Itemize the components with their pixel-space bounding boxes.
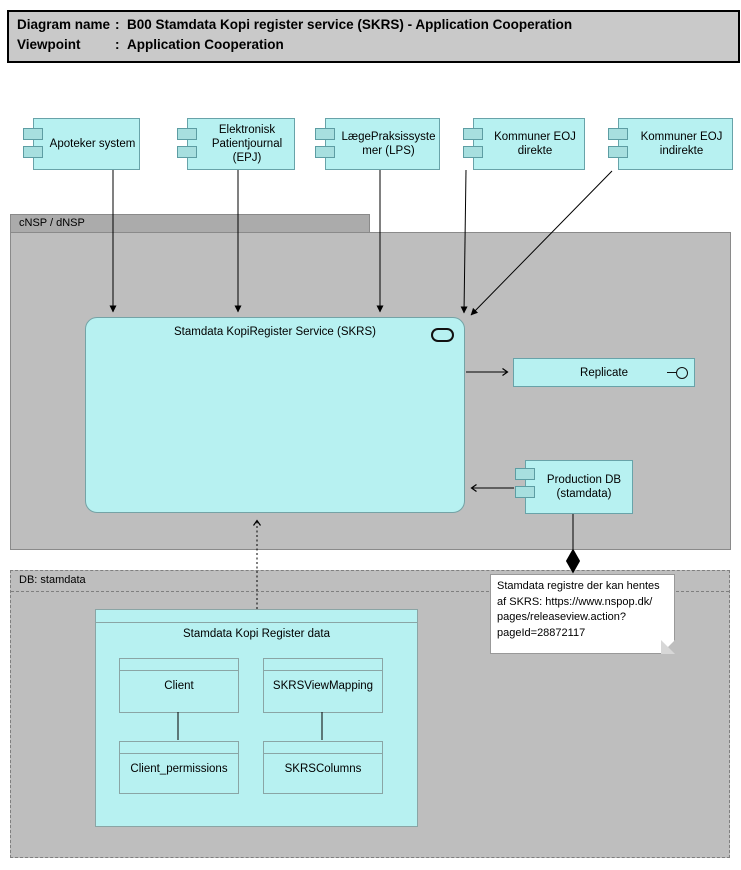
component-port-icon	[515, 486, 535, 498]
data-object-skrsviewmapping[interactable]: SKRSViewMapping	[263, 658, 383, 713]
service-skrs[interactable]: Stamdata KopiRegister Service (SKRS)	[85, 317, 465, 513]
component-kommuner-eoj-direkte[interactable]: Kommuner EOJ direkte	[463, 118, 585, 170]
component-elektronisk-patientjournal[interactable]: Elektronisk Patientjournal (EPJ)	[177, 118, 295, 170]
group-tab-cnsp-dnsp[interactable]: cNSP / dNSP	[10, 214, 370, 233]
service-skrs-label: Stamdata KopiRegister Service (SKRS)	[174, 326, 376, 338]
data-object-label: Client	[164, 680, 194, 692]
component-kommuner-eoj-indirekte[interactable]: Kommuner EOJ indirekte	[608, 118, 733, 170]
group-label: cNSP / dNSP	[19, 217, 85, 229]
component-label: LægePraksissyste mer (LPS)	[341, 131, 436, 157]
component-port-icon	[463, 146, 483, 158]
component-port-icon	[177, 146, 197, 158]
component-label: Apoteker system	[49, 138, 136, 150]
component-port-icon	[315, 128, 335, 140]
viewpoint-value: Application Cooperation	[127, 37, 284, 52]
component-port-icon	[315, 146, 335, 158]
provided-interface-icon	[667, 366, 688, 379]
data-object-strip	[264, 659, 382, 671]
data-object-label: SKRSViewMapping	[272, 680, 374, 692]
group-label: DB: stamdata	[19, 574, 86, 586]
component-label: Kommuner EOJ direkte	[494, 131, 576, 157]
component-label: Production DB (stamdata)	[546, 474, 622, 500]
service-interface-icon	[431, 328, 454, 342]
data-object-client[interactable]: Client	[119, 658, 239, 713]
component-port-icon	[23, 146, 43, 158]
viewpoint-colon: :	[115, 37, 120, 52]
component-port-icon	[177, 128, 197, 140]
diagram-name-row: Diagram name : B00 Stamdata Kopi registe…	[17, 15, 738, 35]
service-replicate-label: Replicate	[580, 366, 628, 379]
service-replicate[interactable]: Replicate	[513, 358, 695, 387]
component-port-icon	[608, 128, 628, 140]
note-stamdata-registre[interactable]: Stamdata registre der kan hentes af SKRS…	[490, 574, 675, 654]
diagram-title-box: Diagram name : B00 Stamdata Kopi registe…	[7, 10, 740, 63]
data-object-strip	[96, 610, 417, 623]
component-port-icon	[463, 128, 483, 140]
component-label: Elektronisk Patientjournal (EPJ)	[211, 124, 283, 164]
component-label: Kommuner EOJ indirekte	[640, 131, 723, 157]
data-object-strip	[264, 742, 382, 754]
component-port-icon	[515, 468, 535, 480]
viewpoint-row: Viewpoint : Application Cooperation	[17, 35, 738, 55]
component-laegepraksissystemer[interactable]: LægePraksissyste mer (LPS)	[315, 118, 440, 170]
component-port-icon	[23, 128, 43, 140]
data-object-label: Client_permissions	[130, 763, 228, 775]
note-fold-icon	[661, 640, 675, 654]
component-production-db[interactable]: Production DB (stamdata)	[515, 460, 633, 514]
viewpoint-label: Viewpoint	[17, 37, 81, 52]
data-object-client-permissions[interactable]: Client_permissions	[119, 741, 239, 794]
data-object-strip	[120, 659, 238, 671]
data-object-label: Stamdata Kopi Register data	[182, 628, 331, 640]
diagram-name-label: Diagram name	[17, 17, 111, 32]
component-port-icon	[608, 146, 628, 158]
component-apoteker-system[interactable]: Apoteker system	[23, 118, 140, 170]
group-db-stamdata-header: DB: stamdata	[11, 571, 729, 592]
data-object-skrscolumns[interactable]: SKRSColumns	[263, 741, 383, 794]
data-object-strip	[120, 742, 238, 754]
data-object-stamdata-kopi-register-data[interactable]: Stamdata Kopi Register data Client SKRSV…	[95, 609, 418, 827]
diagram-name-value: B00 Stamdata Kopi register service (SKRS…	[127, 17, 573, 32]
data-object-label: SKRSColumns	[284, 763, 362, 775]
diagram-name-colon: :	[115, 17, 120, 32]
